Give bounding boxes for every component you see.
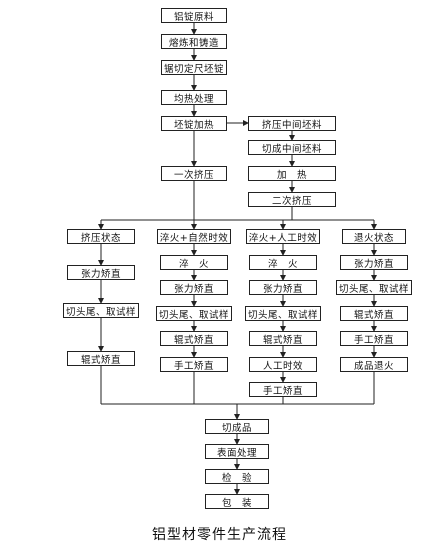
step-aluminum-ingot: 铝锭原料 [161,8,227,23]
step-saw-cut-billet: 锯切定尺坯锭 [161,60,227,75]
c1-as-extruded: 挤压状态 [67,229,135,244]
c4-final-annealing: 成品退火 [340,357,408,372]
c2-manual-straighten: 手工矫直 [160,357,228,372]
step-surface-treatment: 表面处理 [205,444,269,459]
step-cut-finished: 切成品 [205,419,269,434]
c3-quench-artificial-aging: 淬火+人工时效 [246,229,320,244]
c3-cut-sample: 切头尾、取试样 [245,306,321,321]
step-first-extrusion: 一次挤压 [161,166,227,181]
diagram-title: 铝型材零件生产流程 [152,527,287,543]
c4-manual-straighten: 手工矫直 [340,331,408,346]
c3-manual-straighten: 手工矫直 [249,382,317,397]
c3-artificial-aging: 人工时效 [249,357,317,372]
step-second-extrusion: 二次挤压 [248,192,336,207]
step-inspection: 检 验 [205,469,269,484]
c2-quench: 淬 火 [160,255,228,270]
c1-cut-sample: 切头尾、取试样 [63,303,139,318]
c1-stretch-straighten: 张力矫直 [67,265,135,280]
c2-quench-natural-aging: 淬火+自然时效 [157,229,231,244]
c1-roller-straighten: 辊式矫直 [67,351,135,366]
c2-cut-sample: 切头尾、取试样 [156,306,232,321]
step-billet-heating: 坯锭加热 [161,116,227,131]
c2-roller-straighten: 辊式矫直 [160,331,228,346]
step-homogenizing: 均热处理 [161,90,227,105]
c4-stretch-straighten: 张力矫直 [340,255,408,270]
step-extrude-intermediate: 挤压中间坯料 [248,116,336,131]
c4-roller-straighten: 辊式矫直 [340,306,408,321]
c3-quench: 淬 火 [249,255,317,270]
step-reheat: 加 热 [248,166,336,181]
step-packaging: 包 装 [205,494,269,509]
c3-roller-straighten: 辊式矫直 [249,331,317,346]
c4-annealed: 退火状态 [342,229,406,244]
step-melting-casting: 熔炼和铸造 [161,34,227,49]
c3-stretch-straighten: 张力矫直 [249,280,317,295]
c4-cut-sample: 切头尾、取试样 [336,280,412,295]
c2-stretch-straighten: 张力矫直 [160,280,228,295]
step-cut-intermediate: 切成中间坯料 [248,140,336,155]
